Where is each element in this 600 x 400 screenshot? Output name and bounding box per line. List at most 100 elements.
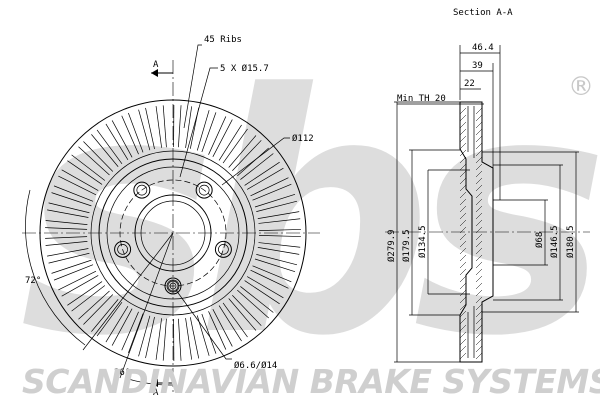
hatch-line xyxy=(475,149,483,157)
rib-line xyxy=(252,183,292,201)
hatch-line xyxy=(475,114,483,122)
rib-line xyxy=(45,241,88,246)
angle-72-ray xyxy=(82,232,174,351)
rib-line xyxy=(47,248,89,257)
rib-line xyxy=(228,135,257,168)
pcd-label: Ø112 xyxy=(292,133,314,144)
rib-line xyxy=(48,252,90,264)
rib-line xyxy=(58,175,97,196)
rib-line xyxy=(91,134,119,167)
hatch-line xyxy=(475,289,483,297)
rib-line xyxy=(178,105,182,148)
hatch-line xyxy=(459,289,467,297)
rib-line xyxy=(240,153,274,180)
rib-line xyxy=(185,318,193,360)
dia-146-5: Ø146.5 xyxy=(549,225,560,258)
rib-line xyxy=(196,110,210,151)
rib-line xyxy=(83,294,114,325)
hatch-line xyxy=(475,121,483,129)
section-hatching xyxy=(459,107,483,360)
rib-line xyxy=(252,265,292,283)
hatch-line xyxy=(459,177,467,185)
rib-line xyxy=(256,254,298,266)
angle-arc-72 xyxy=(25,189,86,346)
hatch-line xyxy=(459,191,467,199)
disc-outer-edge xyxy=(39,99,307,367)
vent-ring-inner-edge xyxy=(90,150,256,316)
rib-line xyxy=(185,106,193,148)
rib-line xyxy=(258,242,301,248)
hatch-line xyxy=(459,247,467,255)
hatch-line xyxy=(459,275,467,283)
bolt-hole xyxy=(114,240,132,258)
hatch-line xyxy=(475,261,483,269)
hatch-line xyxy=(475,268,483,276)
rib-line xyxy=(162,318,167,361)
bolt-hole-inner xyxy=(198,184,210,196)
rib-line xyxy=(67,281,103,306)
hatch-line xyxy=(475,345,483,353)
hatch-line xyxy=(459,345,467,353)
dia-179-5: Ø179.5 xyxy=(401,229,412,262)
bolt-holes-leader xyxy=(179,67,218,178)
rib-line xyxy=(78,146,110,176)
bolt-holes xyxy=(114,181,232,295)
hatch-line xyxy=(475,198,483,206)
bolt-holes-label: 5 X Ø15.7 xyxy=(220,63,269,74)
hatch-line xyxy=(459,212,467,220)
rib-line xyxy=(138,315,151,357)
rib-line xyxy=(212,309,233,347)
rib-line xyxy=(244,161,280,186)
bolt-hole xyxy=(133,181,151,199)
rib-line xyxy=(145,316,155,359)
ribs-leader xyxy=(183,44,202,129)
rib-line xyxy=(257,247,300,255)
rib-line xyxy=(128,313,144,354)
rib-line xyxy=(201,313,217,354)
hatch-line xyxy=(459,233,467,241)
dia-134-5: Ø134.5 xyxy=(417,225,428,258)
rib-line xyxy=(91,299,119,332)
section-title: Section A-A xyxy=(453,8,513,18)
rib-line xyxy=(244,280,280,305)
rib-line xyxy=(208,311,227,350)
rib-line xyxy=(121,311,139,351)
hatch-line xyxy=(459,331,467,339)
hatch-line xyxy=(475,282,483,290)
hatch-line xyxy=(459,198,467,206)
hatch-line xyxy=(459,317,467,325)
rib-line xyxy=(162,105,167,148)
hatch-line xyxy=(459,303,467,311)
hatch-line xyxy=(475,247,483,255)
hatch-line xyxy=(459,184,467,192)
rib-line xyxy=(105,306,129,343)
rib-line xyxy=(189,317,200,359)
rib-line xyxy=(232,140,262,171)
rib-line xyxy=(247,167,284,190)
sbs-logo-watermark: sbs xyxy=(20,24,598,400)
bolt-hole-inner xyxy=(117,244,128,255)
rib-line xyxy=(61,169,99,191)
front-view: A A 45 Ribs 5 X Ø15.7 Ø112 Ø6.6/Ø14 72° … xyxy=(22,35,320,398)
hatch-line xyxy=(459,268,467,276)
hub-outer-circle xyxy=(98,158,248,308)
rib-line xyxy=(155,318,162,360)
section-marker-bottom: A xyxy=(153,388,159,398)
ventilation-ribs xyxy=(45,105,301,361)
rib-line xyxy=(155,106,162,148)
rib-line xyxy=(45,220,88,225)
rib-line xyxy=(96,302,123,337)
angle-72-label: 72° xyxy=(25,276,41,286)
rib-line xyxy=(61,275,99,297)
rib-line xyxy=(105,123,129,160)
rib-line xyxy=(228,298,257,331)
bolt-hole xyxy=(214,240,232,258)
hatch-line xyxy=(475,275,483,283)
rib-line xyxy=(232,295,262,326)
hatch-line xyxy=(459,114,467,122)
sbs-watermark: sbs xyxy=(20,24,600,400)
rib-line xyxy=(258,229,301,231)
rib-line xyxy=(45,236,88,239)
rib-line xyxy=(48,202,90,214)
